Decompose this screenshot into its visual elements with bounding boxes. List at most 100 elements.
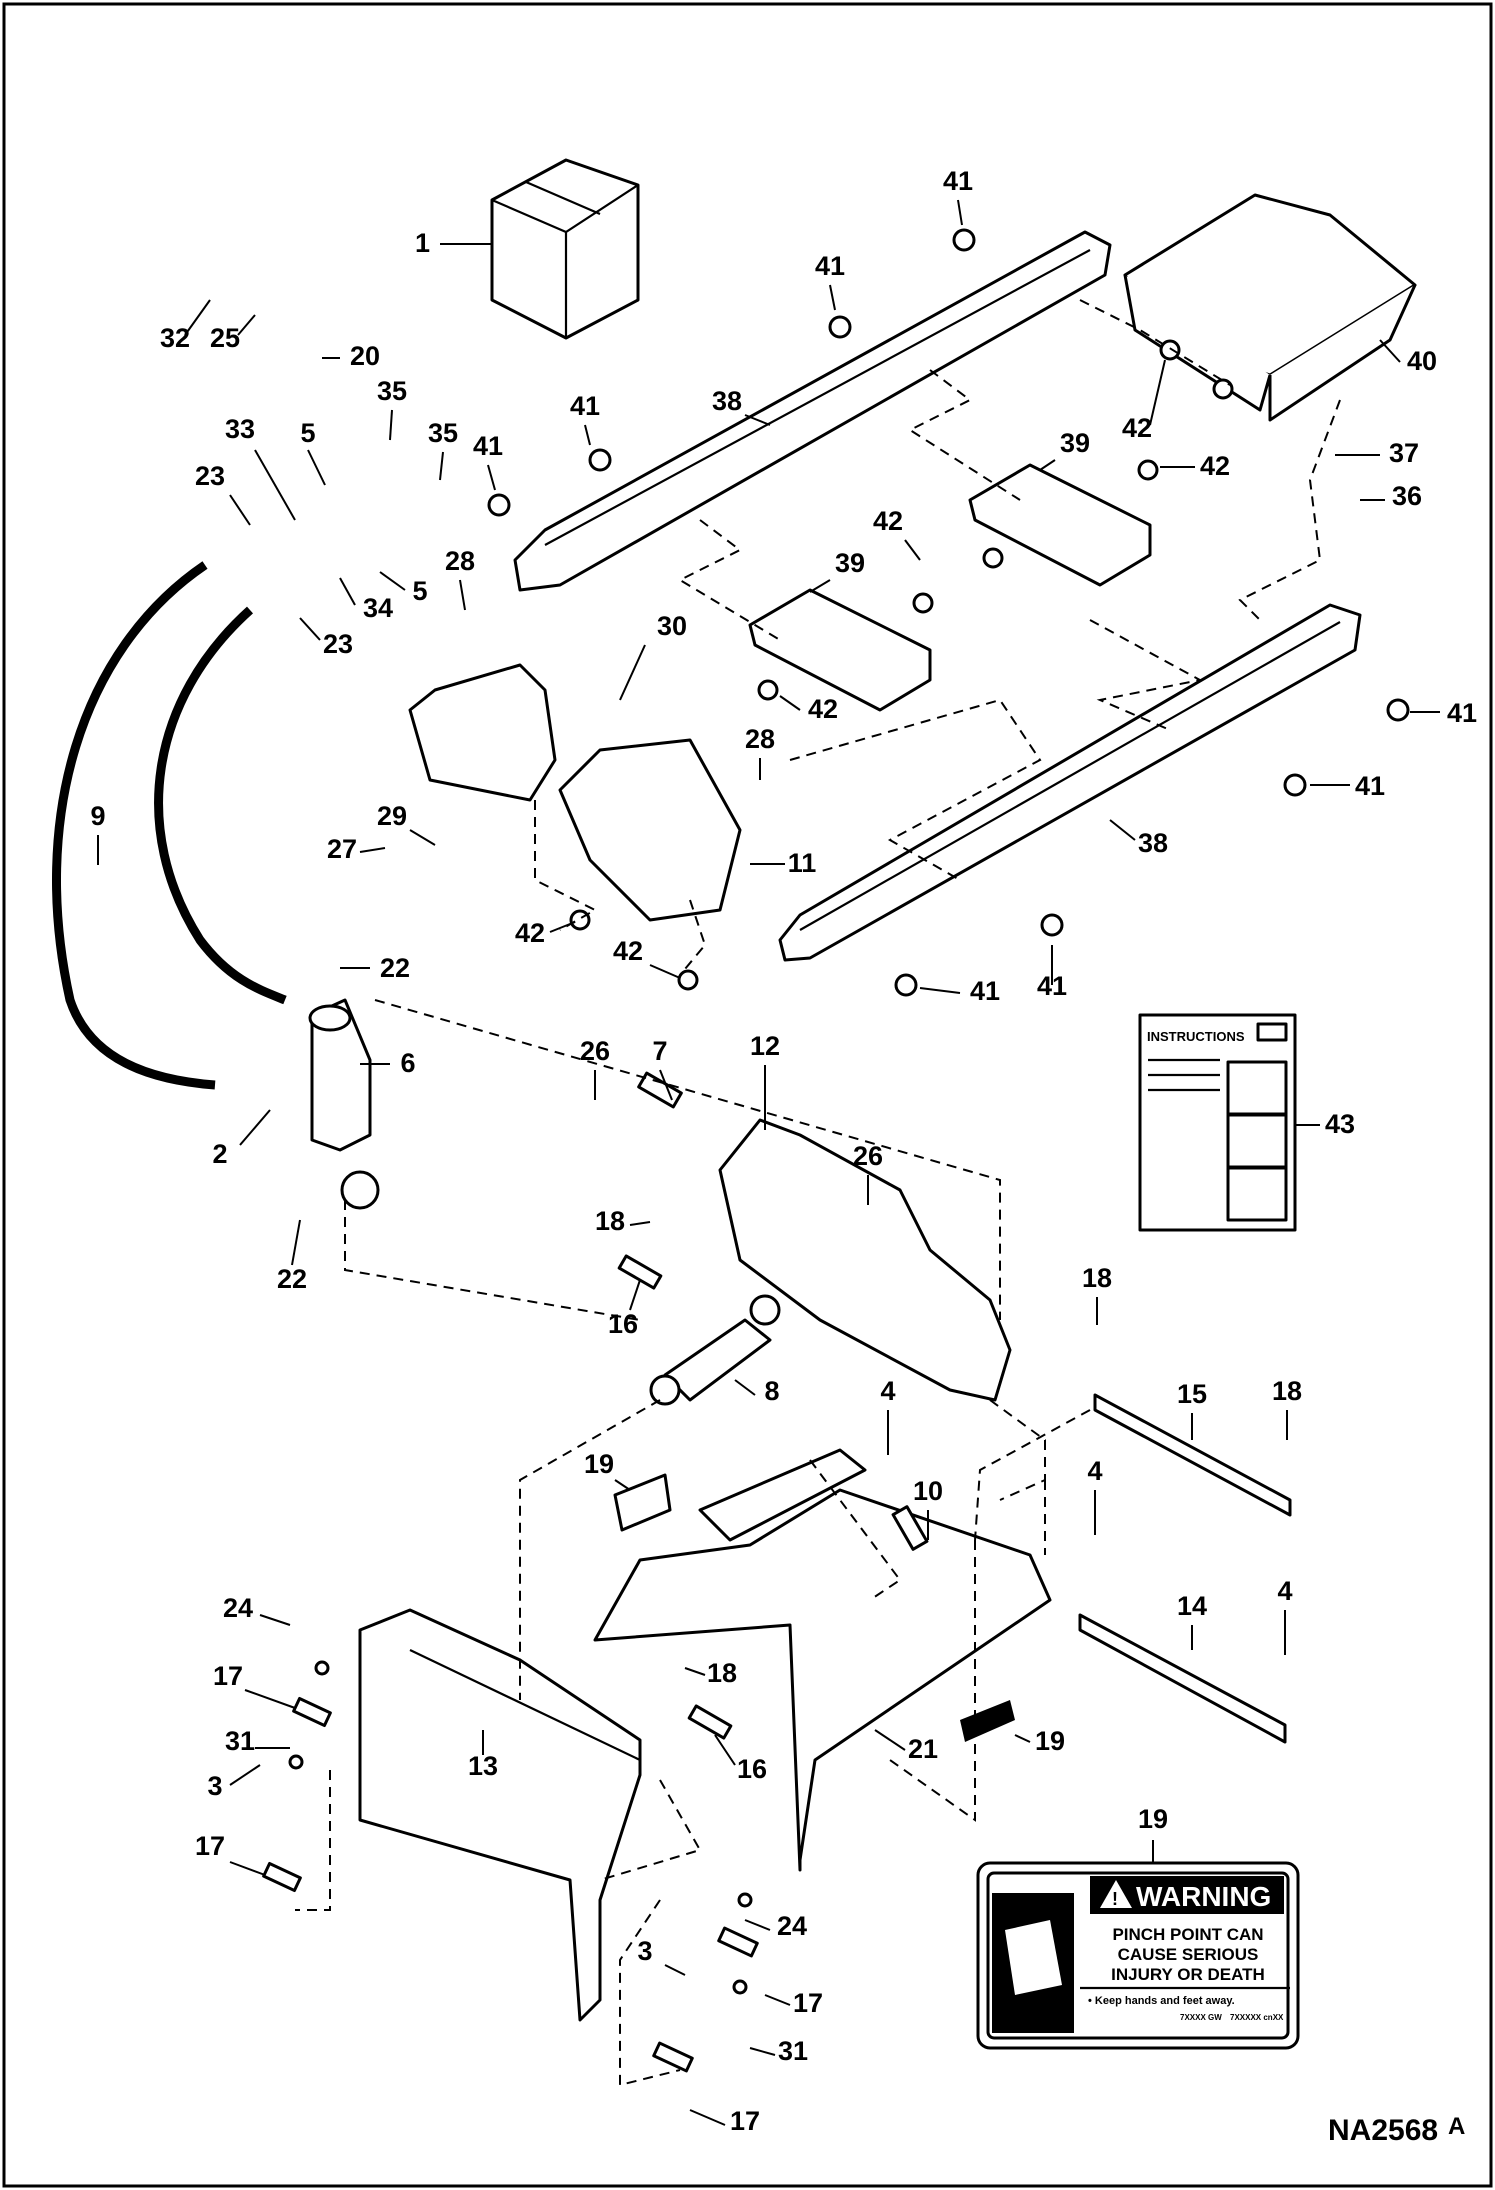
warning-line-2: CAUSE SERIOUS bbox=[1118, 1945, 1259, 1964]
callout-c8[interactable]: 8 bbox=[764, 1376, 779, 1406]
callout-c39b[interactable]: 39 bbox=[835, 548, 865, 578]
leader-line bbox=[237, 314, 256, 336]
bolts-41 bbox=[487, 228, 1410, 997]
callout-c1[interactable]: 1 bbox=[415, 228, 430, 258]
callout-c28a[interactable]: 28 bbox=[445, 546, 475, 576]
callout-c4b[interactable]: 4 bbox=[1087, 1456, 1102, 1486]
leader-line bbox=[764, 1994, 791, 2006]
leader-line bbox=[244, 1689, 296, 1709]
leader-line bbox=[957, 199, 963, 226]
callout-c24a[interactable]: 24 bbox=[223, 1593, 253, 1623]
callout-c26a[interactable]: 26 bbox=[580, 1036, 610, 1066]
callout-c25[interactable]: 25 bbox=[210, 323, 240, 353]
callout-c41d[interactable]: 41 bbox=[473, 431, 503, 461]
callout-c42c[interactable]: 42 bbox=[873, 506, 903, 536]
callout-c38b[interactable]: 38 bbox=[1138, 828, 1168, 858]
callout-c17a[interactable]: 17 bbox=[213, 1661, 243, 1691]
callout-c7[interactable]: 7 bbox=[652, 1036, 667, 1066]
callout-c40[interactable]: 40 bbox=[1407, 346, 1437, 376]
callout-c13[interactable]: 13 bbox=[468, 1751, 498, 1781]
callout-c18a[interactable]: 18 bbox=[595, 1206, 625, 1236]
part-15-pin bbox=[1093, 1393, 1292, 1517]
callout-c41f[interactable]: 41 bbox=[1355, 771, 1385, 801]
part-19-warning-decal[interactable]: ! WARNING PINCH POINT CAN CAUSE SERIOUS … bbox=[976, 1861, 1300, 2050]
callout-c28b[interactable]: 28 bbox=[745, 724, 775, 754]
part-9-hoses bbox=[52, 561, 287, 1090]
callout-c37[interactable]: 37 bbox=[1389, 438, 1419, 468]
leader-line bbox=[749, 2047, 776, 2056]
callout-c4c[interactable]: 4 bbox=[1277, 1576, 1292, 1606]
callout-c27[interactable]: 27 bbox=[327, 834, 357, 864]
callout-c4a[interactable]: 4 bbox=[880, 1376, 895, 1406]
leader-line bbox=[649, 964, 681, 979]
callout-c3b[interactable]: 3 bbox=[637, 1936, 652, 1966]
callout-c36[interactable]: 36 bbox=[1392, 481, 1422, 511]
leader-line bbox=[684, 1667, 706, 1676]
callout-c22a[interactable]: 22 bbox=[380, 953, 410, 983]
callout-c42f[interactable]: 42 bbox=[613, 936, 643, 966]
callout-c31a[interactable]: 31 bbox=[225, 1726, 255, 1756]
warning-decal-title: WARNING bbox=[1136, 1881, 1271, 1912]
callout-c35a[interactable]: 35 bbox=[377, 376, 407, 406]
callout-c41h[interactable]: 41 bbox=[970, 976, 1000, 1006]
leader-line bbox=[584, 424, 591, 446]
callout-c23b[interactable]: 23 bbox=[323, 629, 353, 659]
callout-c32[interactable]: 32 bbox=[160, 323, 190, 353]
leader-line bbox=[487, 464, 496, 491]
callout-c2[interactable]: 2 bbox=[212, 1139, 227, 1169]
callout-c43[interactable]: 43 bbox=[1325, 1109, 1355, 1139]
callout-c17d[interactable]: 17 bbox=[730, 2106, 760, 2136]
callout-c35b[interactable]: 35 bbox=[428, 418, 458, 448]
callout-c17c[interactable]: 17 bbox=[793, 1988, 823, 2018]
callout-c21[interactable]: 21 bbox=[908, 1734, 938, 1764]
callout-c38a[interactable]: 38 bbox=[712, 386, 742, 416]
callout-c19a[interactable]: 19 bbox=[584, 1449, 614, 1479]
callout-c16a[interactable]: 16 bbox=[608, 1309, 638, 1339]
assembly-lines bbox=[295, 299, 1341, 2087]
callout-c42d[interactable]: 42 bbox=[808, 694, 838, 724]
leader-line bbox=[1149, 359, 1166, 426]
leader-line bbox=[1039, 459, 1056, 471]
callout-c41a[interactable]: 41 bbox=[943, 166, 973, 196]
callout-c16b[interactable]: 16 bbox=[737, 1754, 767, 1784]
callout-c29[interactable]: 29 bbox=[377, 801, 407, 831]
small-hardware bbox=[262, 1071, 929, 2073]
callout-c18c[interactable]: 18 bbox=[1272, 1376, 1302, 1406]
callout-c26b[interactable]: 26 bbox=[853, 1141, 883, 1171]
part-43-instructions-decal[interactable]: INSTRUCTIONS bbox=[1138, 1013, 1297, 1232]
callout-c15[interactable]: 15 bbox=[1177, 1379, 1207, 1409]
callout-c34[interactable]: 34 bbox=[363, 593, 393, 623]
callout-c11[interactable]: 11 bbox=[788, 848, 817, 878]
warning-bullet: • Keep hands and feet away. bbox=[1088, 1995, 1235, 2007]
callout-c41c[interactable]: 41 bbox=[570, 391, 600, 421]
callout-c33[interactable]: 33 bbox=[225, 414, 255, 444]
callout-c41g[interactable]: 41 bbox=[1037, 971, 1067, 1001]
callout-c41e[interactable]: 41 bbox=[1447, 698, 1477, 728]
callout-c9[interactable]: 9 bbox=[90, 801, 105, 831]
callout-c39a[interactable]: 39 bbox=[1060, 428, 1090, 458]
callout-c30[interactable]: 30 bbox=[657, 611, 687, 641]
svg-text:!: ! bbox=[1112, 1889, 1118, 1909]
callout-c22b[interactable]: 22 bbox=[277, 1264, 307, 1294]
callout-c42a[interactable]: 42 bbox=[1122, 413, 1152, 443]
callout-c24b[interactable]: 24 bbox=[777, 1911, 807, 1941]
callout-c12[interactable]: 12 bbox=[750, 1031, 780, 1061]
callout-c41b[interactable]: 41 bbox=[815, 251, 845, 281]
callout-c42e[interactable]: 42 bbox=[515, 918, 545, 948]
callout-c17b[interactable]: 17 bbox=[195, 1831, 225, 1861]
callout-c18b[interactable]: 18 bbox=[1082, 1263, 1112, 1293]
callout-c23a[interactable]: 23 bbox=[195, 461, 225, 491]
callout-c6[interactable]: 6 bbox=[400, 1048, 415, 1078]
callout-c19c[interactable]: 19 bbox=[1138, 1804, 1168, 1834]
callout-c20[interactable]: 20 bbox=[350, 341, 380, 371]
callout-c18d[interactable]: 18 bbox=[707, 1658, 737, 1688]
callout-c5a[interactable]: 5 bbox=[300, 418, 315, 448]
callout-c5b[interactable]: 5 bbox=[412, 576, 427, 606]
callout-c14[interactable]: 14 bbox=[1177, 1591, 1207, 1621]
callout-c31b[interactable]: 31 bbox=[778, 2036, 808, 2066]
callout-c42b[interactable]: 42 bbox=[1200, 451, 1230, 481]
callout-c19b[interactable]: 19 bbox=[1035, 1726, 1065, 1756]
leader-line bbox=[1379, 339, 1401, 363]
callout-c3a[interactable]: 3 bbox=[207, 1771, 222, 1801]
callout-c10[interactable]: 10 bbox=[913, 1476, 943, 1506]
